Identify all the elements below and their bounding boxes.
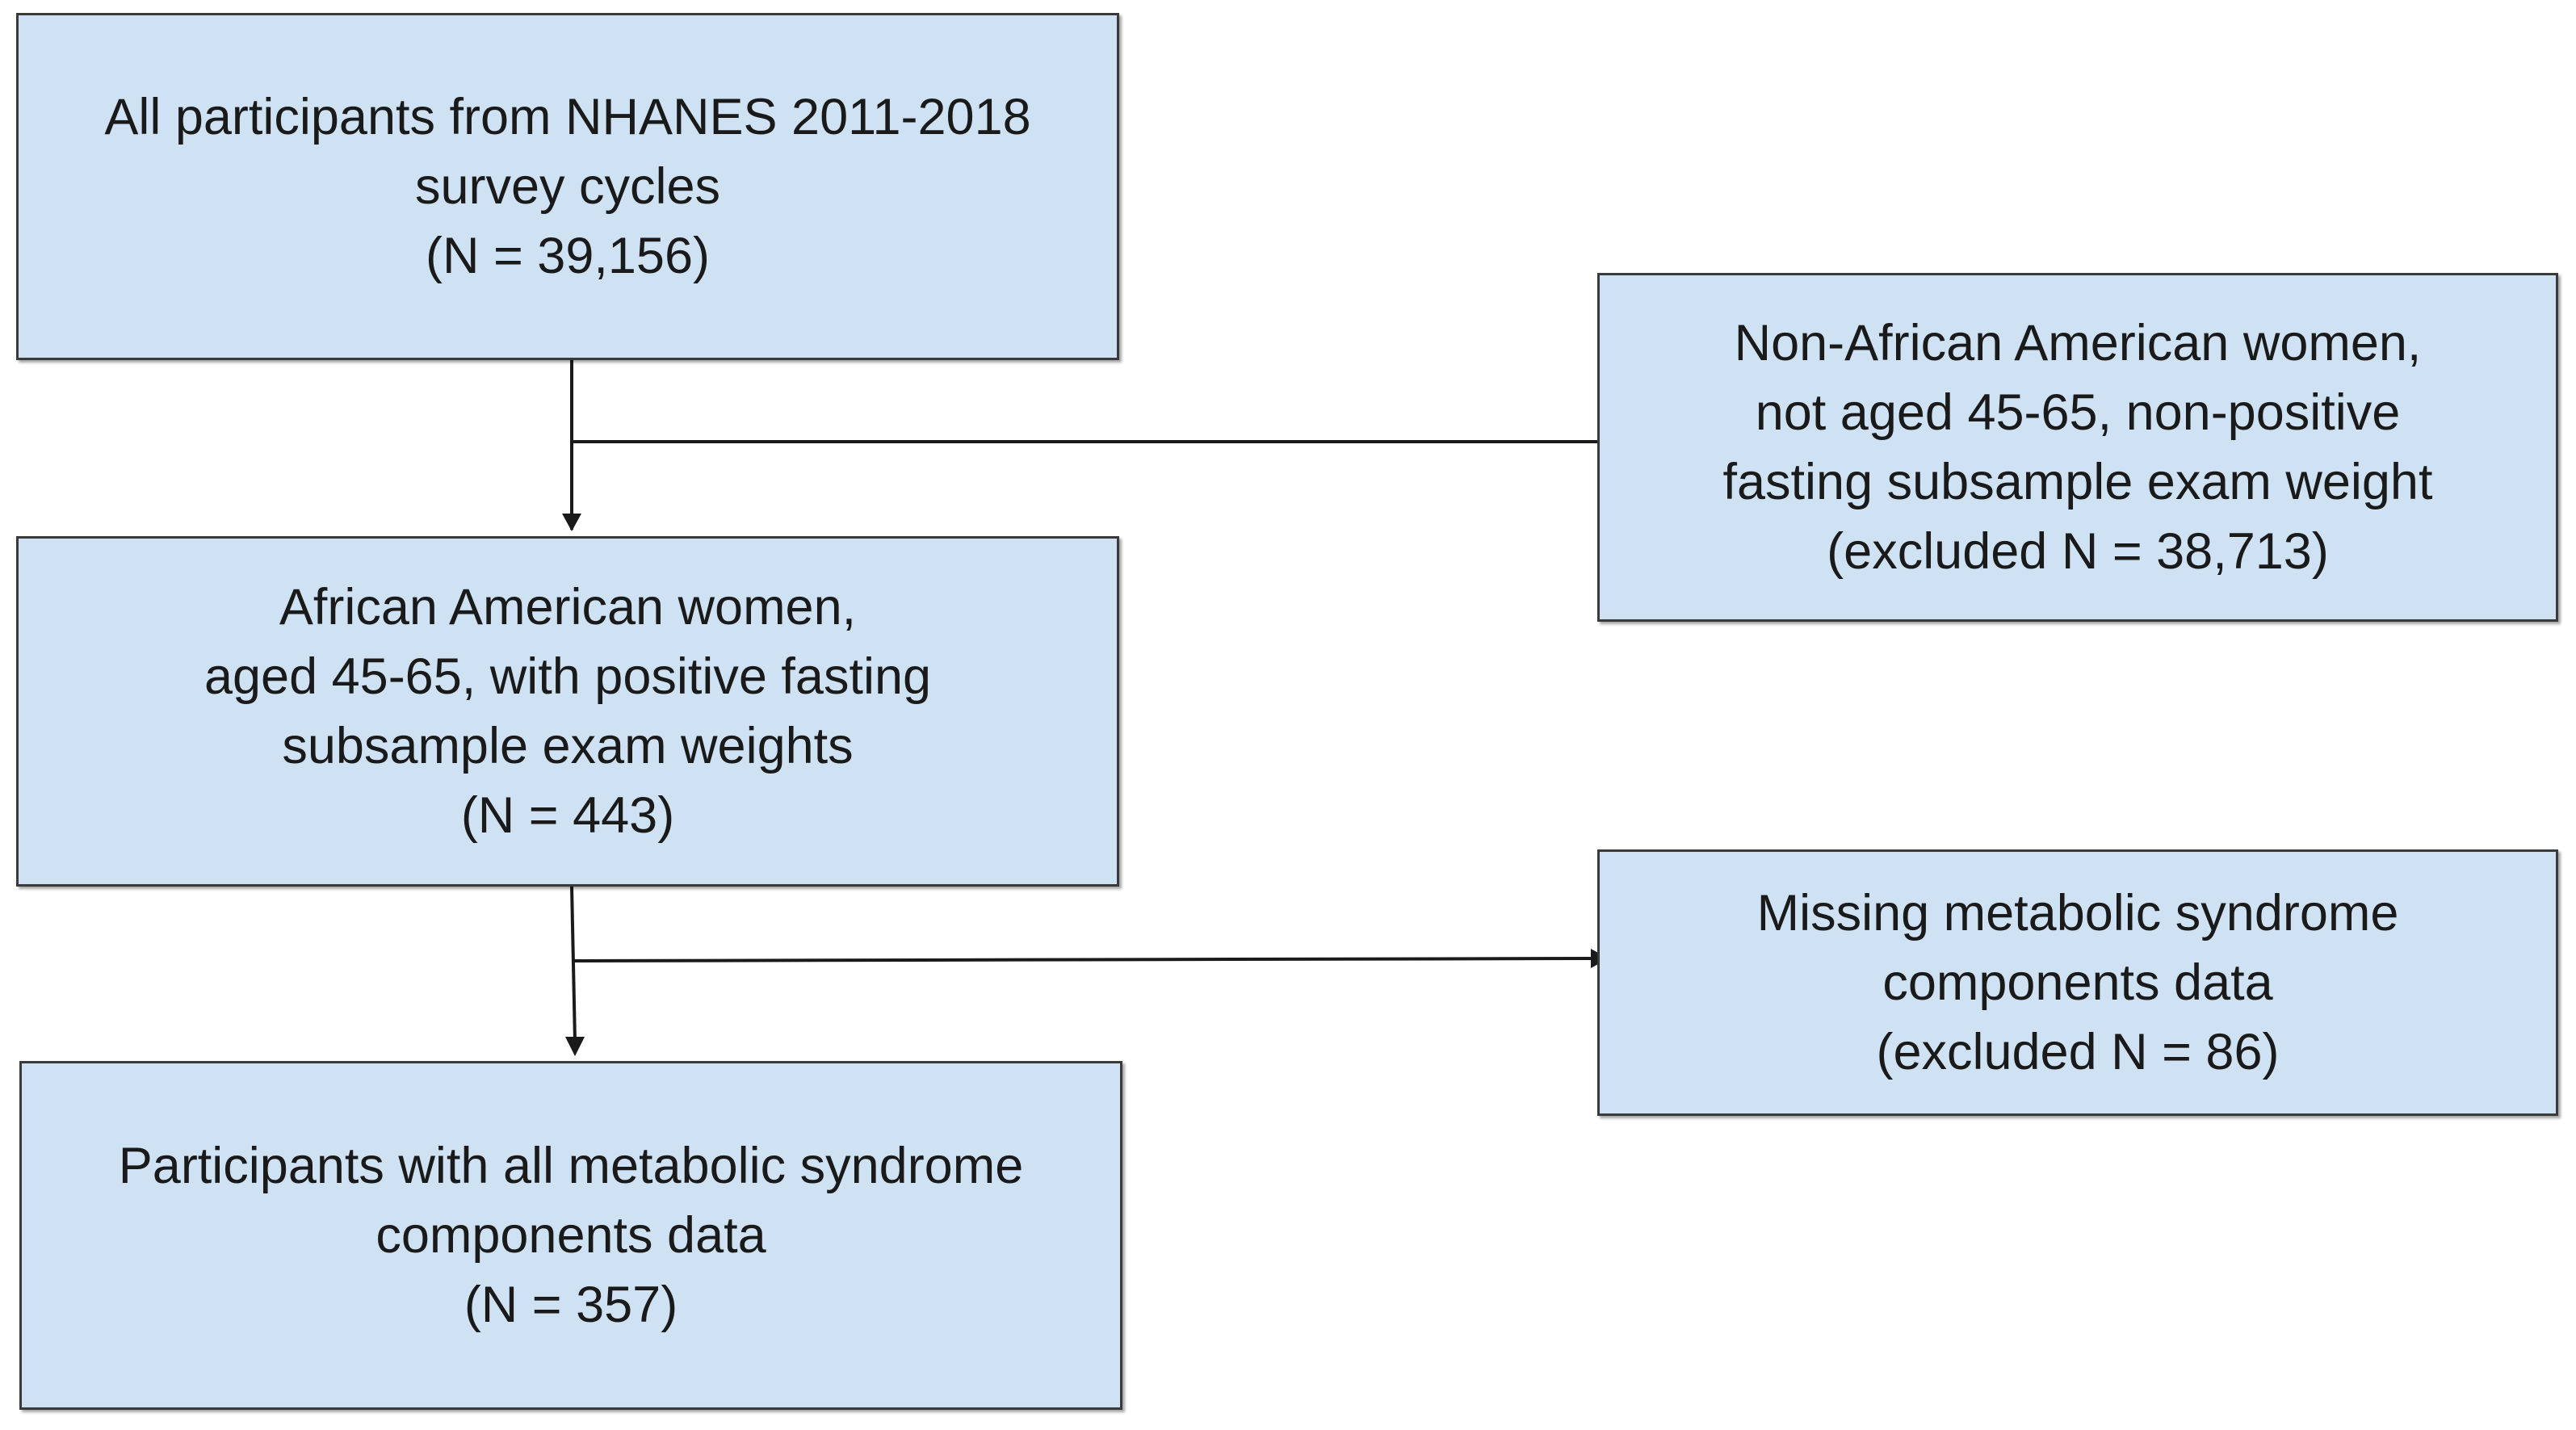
arrow-eligible-to-final (570, 886, 577, 1042)
box-line: (N = 443) (460, 787, 675, 844)
arrowhead-eligible (562, 514, 581, 531)
box-line: (N = 357) (464, 1277, 678, 1333)
arrow-to-excluded-2 (573, 957, 1592, 962)
box-line: Missing metabolic syndrome (1756, 885, 2399, 941)
box-final-text: Participants with all metabolic syndrome… (119, 1131, 1023, 1340)
box-line: (excluded N = 38,713) (1827, 523, 2329, 580)
box-eligible: African American women, aged 45-65, with… (16, 536, 1119, 887)
box-all-participants: All participants from NHANES 2011-2018 s… (16, 13, 1119, 360)
box-line: components data (375, 1207, 766, 1264)
box-line: African American women, (279, 579, 857, 635)
arrowhead-final (565, 1037, 585, 1056)
box-all-participants-text: All participants from NHANES 2011-2018 s… (104, 82, 1030, 291)
box-line: components data (1882, 954, 2273, 1011)
box-line: All participants from NHANES 2011-2018 (104, 89, 1031, 145)
box-final: Participants with all metabolic syndrome… (19, 1061, 1122, 1410)
box-line: (N = 39,156) (426, 228, 710, 284)
box-line: subsample exam weights (282, 718, 854, 774)
box-line: aged 45-65, with positive fasting (203, 648, 932, 705)
box-excluded-2-text: Missing metabolic syndrome components da… (1757, 879, 2399, 1087)
box-excluded-1: Non-African American women, not aged 45-… (1597, 273, 2558, 622)
box-line: not aged 45-65, non-positive (1755, 384, 2401, 441)
box-line: Participants with all metabolic syndrome (118, 1138, 1024, 1194)
box-line: Non-African American women, (1734, 315, 2422, 371)
box-line: (excluded N = 86) (1876, 1024, 2280, 1080)
box-excluded-2: Missing metabolic syndrome components da… (1597, 849, 2558, 1116)
box-eligible-text: African American women, aged 45-65, with… (204, 572, 931, 850)
box-line: survey cycles (414, 158, 721, 215)
box-line: fasting subsample exam weight (1722, 454, 2433, 510)
box-excluded-1-text: Non-African American women, not aged 45-… (1723, 308, 2433, 586)
